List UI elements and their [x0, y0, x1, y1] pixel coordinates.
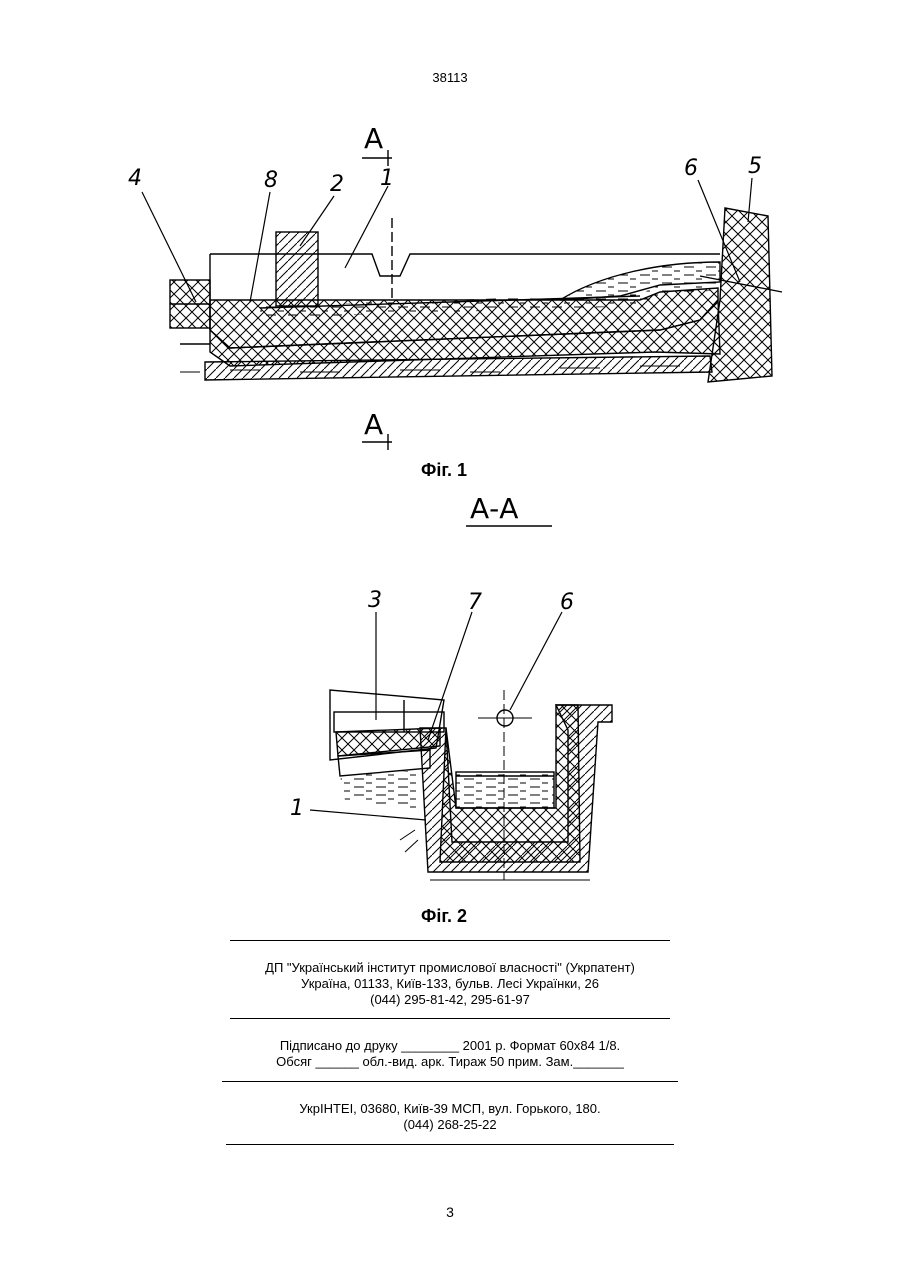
- fig2-label-7: 7: [468, 590, 482, 615]
- fig2-label-1: 1: [290, 796, 304, 821]
- printer-line-1: УкрІНТЕІ, 03680, Київ-39 МСП, вул. Горьк…: [0, 1101, 900, 1117]
- divider-3: [222, 1081, 678, 1082]
- publisher-line-1: ДП "Український інститут промислової вла…: [0, 960, 900, 976]
- fig1-label-1: 1: [380, 166, 394, 191]
- fig1-label-5: 5: [748, 154, 762, 179]
- fig1-label-4: 4: [128, 166, 142, 191]
- fig2-label-6: 6: [560, 590, 574, 615]
- divider-2: [230, 1018, 670, 1019]
- section-mark-top: А: [364, 122, 383, 155]
- publisher-line-3: (044) 295-81-42, 295-61-97: [0, 992, 900, 1008]
- section-mark-bottom: А: [364, 408, 383, 441]
- publisher-line-2: Україна, 01133, Київ-133, бульв. Лесі Ук…: [0, 976, 900, 992]
- figure-1-caption: Фіг. 1: [421, 460, 467, 481]
- divider-4: [226, 1144, 674, 1145]
- figure-2-drawing: [310, 526, 612, 880]
- print-info-line-2: Обсяг ______ обл.-вид. арк. Тираж 50 при…: [0, 1054, 900, 1070]
- figure-2-caption: Фіг. 2: [421, 906, 467, 927]
- page-number: 3: [0, 1204, 900, 1220]
- print-info-line-1: Підписано до друку ________ 2001 р. Форм…: [0, 1038, 900, 1054]
- printer-line-2: (044) 268-25-22: [0, 1117, 900, 1133]
- section-title: А-А: [470, 492, 518, 525]
- fig2-label-3: 3: [368, 588, 382, 613]
- fig1-label-2: 2: [330, 172, 344, 197]
- figure-1-drawing: [142, 150, 782, 450]
- fig1-label-8: 8: [264, 168, 278, 193]
- divider-1: [230, 940, 670, 941]
- fig1-label-6: 6: [684, 156, 698, 181]
